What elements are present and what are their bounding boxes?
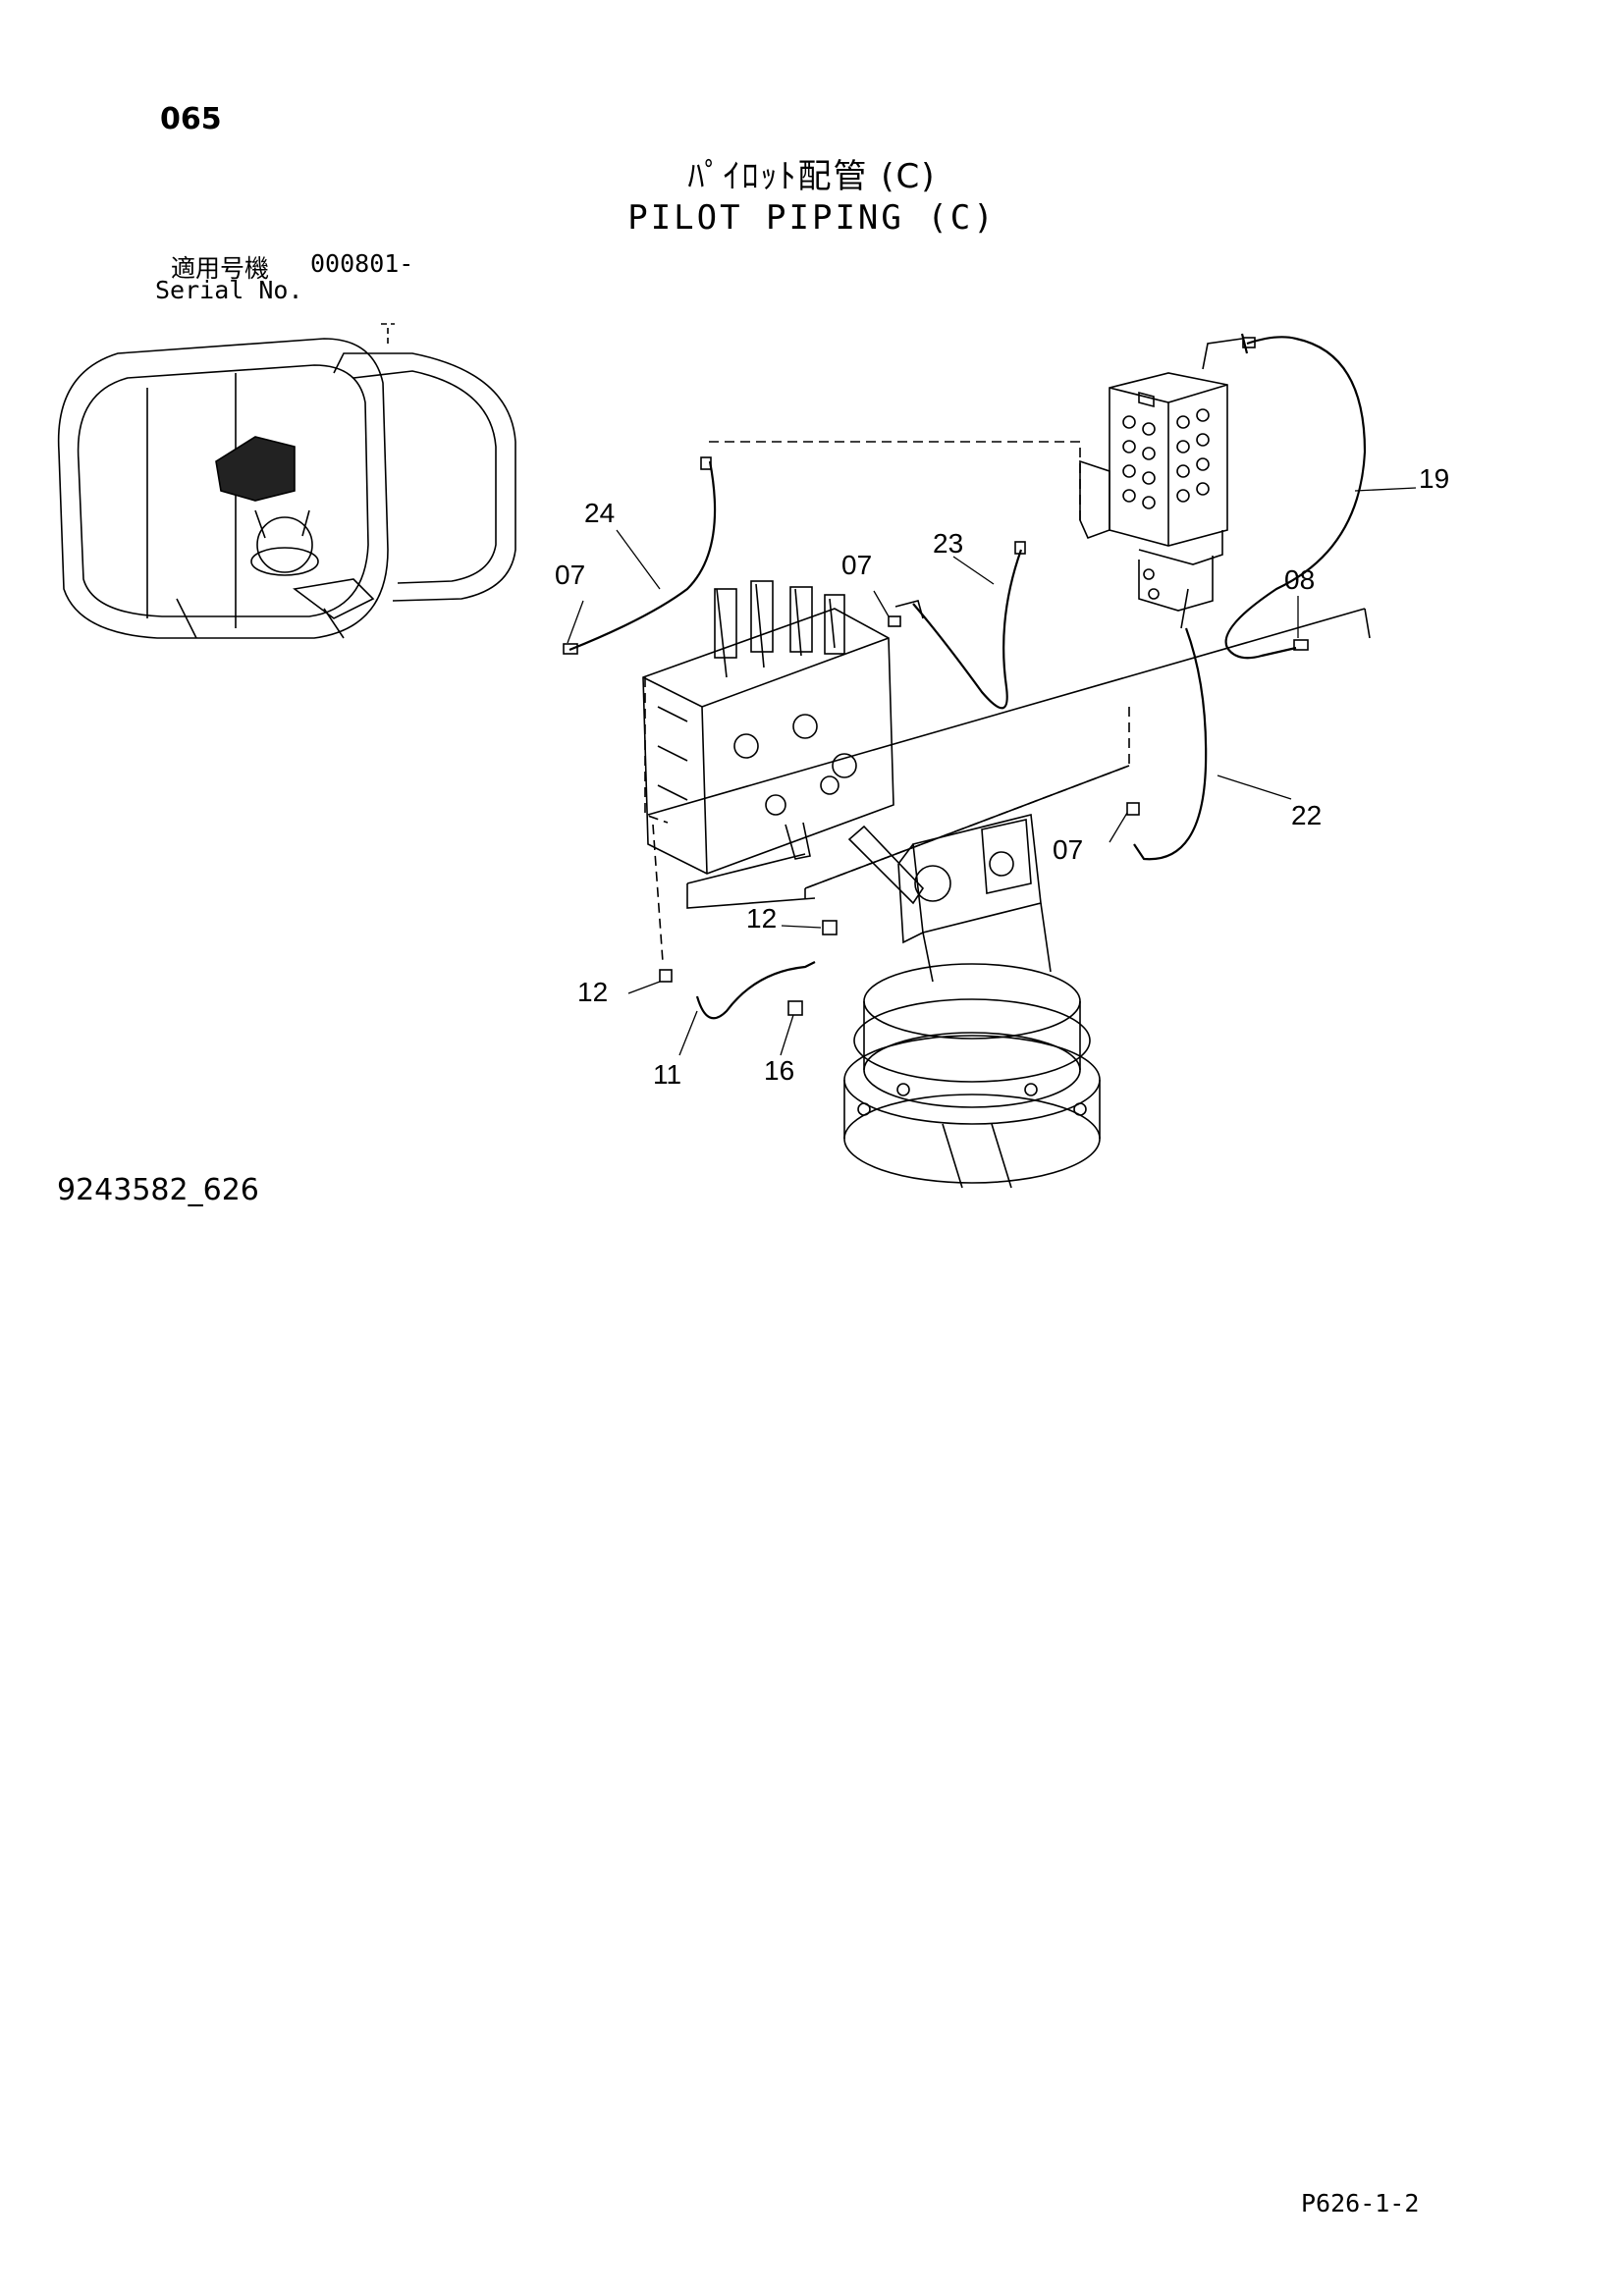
hose-11: [695, 961, 816, 1020]
swing-motor-assembly: [843, 814, 1101, 1189]
pilot-hoses: [568, 333, 1367, 1020]
serial-label-english: Serial No.: [155, 276, 303, 304]
callout-11: 11: [653, 1059, 681, 1090]
control-valve-assembly: [642, 580, 894, 884]
callout-08: 08: [1284, 564, 1315, 595]
callout-12-lower: 12: [577, 977, 608, 1007]
leader-frames: [644, 441, 1130, 963]
callout-07-center: 07: [841, 550, 872, 580]
hose-24: [568, 460, 717, 652]
title-japanese: ﾊﾟｲﾛｯﾄ配管 (C): [687, 157, 937, 196]
callout-22: 22: [1291, 800, 1322, 830]
drawing-number: 9243582_626: [57, 1173, 259, 1207]
callout-leaders: [567, 487, 1417, 1056]
hose-23: [912, 549, 1023, 710]
page-reference: P626-1-2: [1301, 2189, 1420, 2217]
hose-19: [1224, 336, 1367, 660]
serial-value: 000801-: [310, 249, 414, 278]
callout-12-upper: 12: [746, 903, 777, 934]
title-english: PILOT PIPING (C): [627, 198, 997, 238]
callout-16: 16: [764, 1055, 794, 1086]
hose-22: [1133, 627, 1208, 861]
callout-07-left: 07: [555, 560, 585, 590]
pilot-valve-block: [1079, 372, 1228, 612]
callout-19: 19: [1419, 463, 1449, 494]
serial-label-japanese: 適用号機: [171, 254, 270, 283]
callout-24: 24: [584, 498, 615, 528]
fittings: [563, 337, 1309, 1016]
page-number: 065: [160, 102, 222, 136]
callout-07-right: 07: [1053, 834, 1083, 865]
machine-overview-thumbnail: [57, 323, 516, 639]
callout-23: 23: [933, 528, 963, 559]
